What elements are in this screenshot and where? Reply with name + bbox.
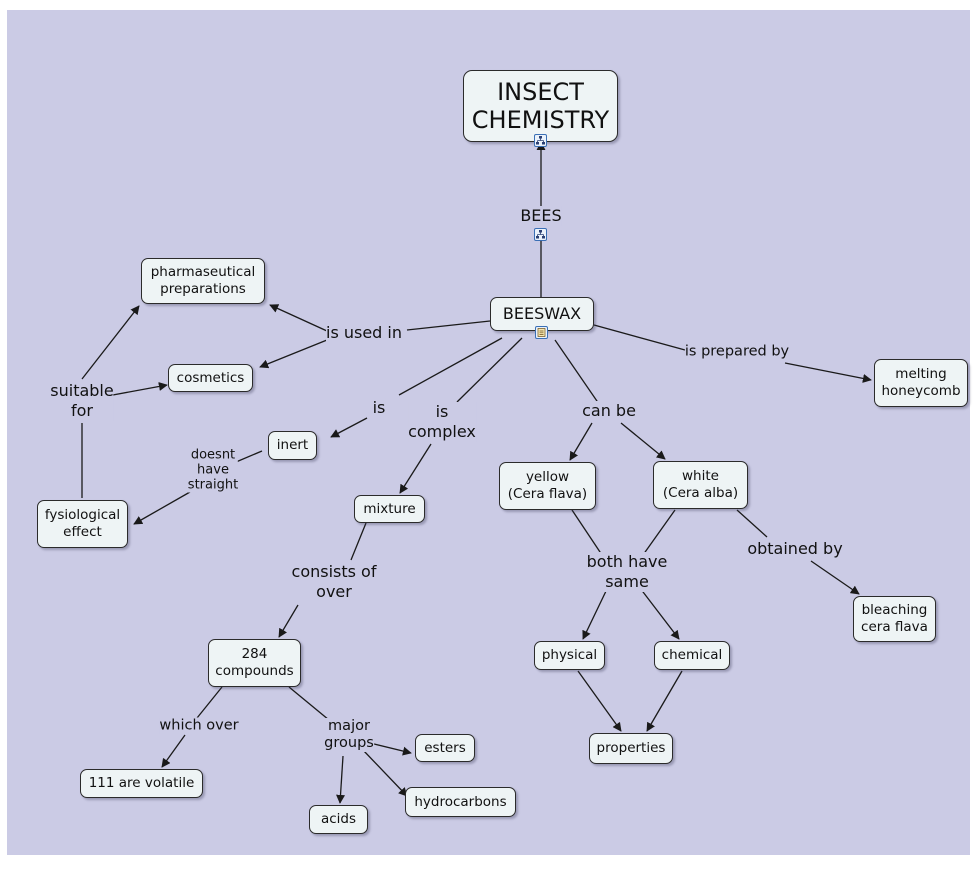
concept-white-cera-alba[interactable]: white (Cera alba) [653, 461, 748, 509]
connector-28 [646, 670, 683, 732]
connector-5 [81, 305, 140, 380]
concept-yellow-cera-flava[interactable]: yellow (Cera flava) [499, 462, 596, 510]
link-both-have-same[interactable]: both have same [586, 552, 668, 592]
document-icon[interactable] [535, 326, 548, 339]
connector-17 [235, 450, 263, 463]
concept-esters[interactable]: esters [415, 734, 475, 762]
concept-acids[interactable]: acids [309, 805, 368, 834]
connector-9 [784, 362, 872, 383]
link-obtained-by[interactable]: obtained by [747, 539, 843, 559]
concept-bleaching-cera-flava[interactable]: bleaching cera flava [853, 596, 936, 642]
concept-mixture[interactable]: mixture [354, 495, 425, 523]
connector-3 [269, 304, 328, 332]
link-which-over[interactable]: which over [159, 717, 239, 735]
concept-cosmetics[interactable]: cosmetics [168, 364, 253, 392]
concept-properties[interactable]: properties [589, 733, 673, 764]
link-suitable-for[interactable]: suitable for [50, 381, 114, 421]
connector-13 [399, 443, 432, 494]
connector-11 [330, 417, 368, 438]
connector-30 [161, 734, 186, 768]
connector-22 [642, 509, 676, 556]
concept-map-icon[interactable] [534, 134, 547, 147]
connector-23 [582, 588, 608, 640]
concept-chemical[interactable]: chemical [654, 641, 730, 670]
concept-284-compounds[interactable]: 284 compounds [208, 639, 301, 687]
concept-map-icon[interactable] [534, 228, 547, 241]
connector-21 [571, 509, 603, 556]
connector-27 [577, 670, 622, 732]
connector-14 [554, 339, 600, 405]
link-major-groups[interactable]: major groups [324, 718, 374, 752]
connector-25 [736, 509, 768, 538]
connector-24 [639, 587, 680, 640]
connector-33 [362, 749, 408, 797]
connector-31 [288, 686, 330, 721]
link-doesnt-have-straight[interactable]: doesnt have straight [187, 447, 239, 493]
link-is-prepared-by[interactable]: is prepared by [684, 343, 790, 361]
connector-26 [810, 560, 860, 595]
connector-18 [133, 491, 191, 525]
connector-4 [259, 339, 328, 369]
concept-insect-chemistry[interactable]: INSECT CHEMISTRY [463, 70, 618, 142]
concept-pharmaseutical-preparations[interactable]: pharmaseutical preparations [141, 258, 265, 304]
link-is[interactable]: is [372, 398, 386, 418]
concept-map-canvas: INSECT CHEMISTRY BEESWAX pharmaseutical … [7, 10, 970, 855]
concept-fysiological-effect[interactable]: fysiological effect [37, 500, 128, 548]
concept-physical[interactable]: physical [534, 641, 605, 670]
connector-19 [350, 522, 367, 561]
concept-hydrocarbons[interactable]: hydrocarbons [405, 787, 516, 817]
connector-34 [336, 755, 346, 804]
concept-111-are-volatile[interactable]: 111 are volatile [80, 769, 203, 798]
connector-29 [196, 686, 223, 719]
connector-2 [406, 320, 491, 331]
link-is-used-in[interactable]: is used in [325, 323, 403, 343]
connector-8 [593, 324, 686, 351]
connector-20 [278, 604, 299, 638]
link-can-be[interactable]: can be [582, 401, 636, 421]
connector-16 [620, 422, 666, 460]
connector-12 [456, 337, 523, 403]
connector-32 [369, 742, 412, 756]
link-is-complex[interactable]: is complex [408, 402, 476, 442]
link-bees[interactable]: BEES [520, 206, 562, 226]
connector-15 [569, 422, 593, 461]
link-consists-of-over[interactable]: consists of over [291, 562, 377, 602]
concept-melting-honeycomb[interactable]: melting honeycomb [874, 359, 968, 407]
connector-10 [398, 337, 503, 396]
connector-lines [81, 141, 872, 804]
concept-inert[interactable]: inert [268, 431, 317, 460]
